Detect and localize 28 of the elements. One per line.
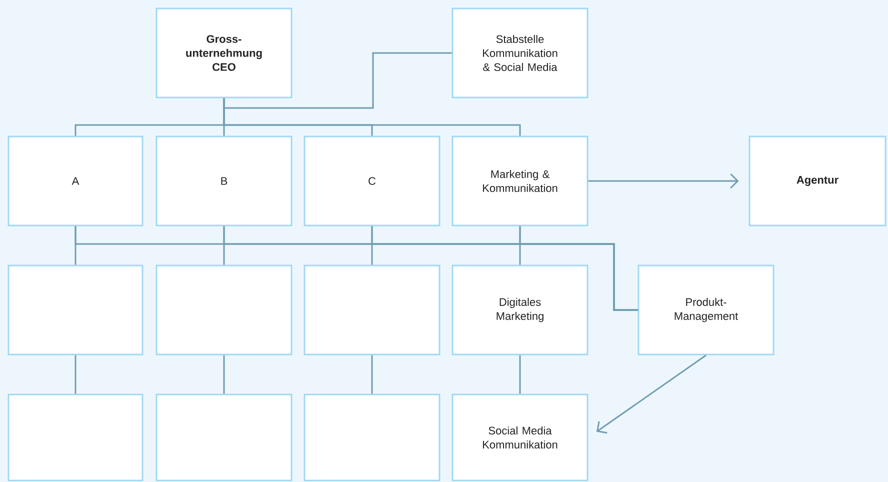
org-box: Stabstelle Kommunikation & Social Media (452, 8, 588, 98)
connector-line (223, 98, 521, 136)
empty-box (156, 394, 292, 482)
org-box: Agentur (748, 136, 886, 226)
connector-line (371, 355, 373, 394)
connector-line (223, 52, 452, 109)
connector-line (223, 226, 225, 265)
org-box: Gross- unternehmung CEO (156, 8, 292, 98)
empty-box (304, 394, 440, 482)
connector-line (519, 226, 521, 265)
org-box: Digitales Marketing (452, 264, 588, 356)
connector-line (371, 226, 373, 265)
arrow (588, 173, 739, 189)
org-box: Social Media Kommunikation (452, 394, 588, 482)
org-box: A (8, 136, 144, 226)
org-box: Marketing & Kommunikation (452, 136, 588, 226)
connector-line (74, 226, 76, 265)
empty-box (8, 264, 144, 356)
connector-line (74, 355, 76, 394)
empty-box (304, 264, 440, 356)
org-box: Produkt- Management (638, 264, 774, 356)
org-box: B (156, 136, 292, 226)
empty-box (8, 394, 144, 482)
org-box: C (304, 136, 440, 226)
empty-box (156, 264, 292, 356)
connector-line (223, 355, 225, 394)
connector-line (519, 355, 521, 394)
arrow (596, 354, 706, 434)
